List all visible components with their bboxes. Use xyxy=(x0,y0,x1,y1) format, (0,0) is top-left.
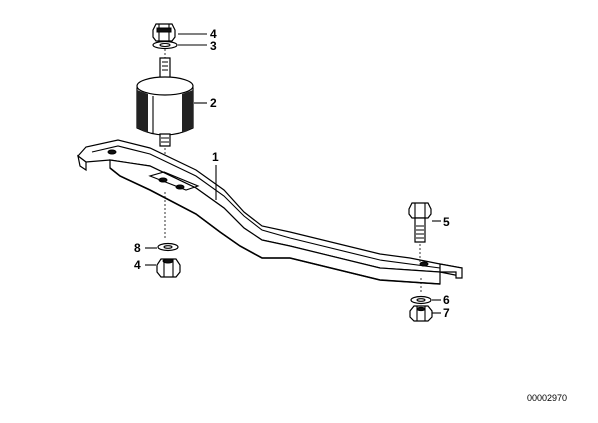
callout-5: 5 xyxy=(443,215,450,229)
part-hex-bolt xyxy=(408,202,432,243)
part-lower-washer-right xyxy=(410,295,432,305)
part-rubber-mount xyxy=(136,57,194,147)
callout-leader-lines xyxy=(145,33,441,314)
part-top-washer xyxy=(152,40,178,50)
part-lower-hex-nut-left xyxy=(156,258,181,278)
callout-6: 6 xyxy=(443,293,450,307)
callout-7: 7 xyxy=(443,306,450,320)
callout-1: 1 xyxy=(212,150,219,164)
part-lower-hex-nut-right xyxy=(409,305,433,322)
part-top-hex-nut xyxy=(152,23,176,42)
callout-4-bottom: 4 xyxy=(134,258,141,272)
callout-8: 8 xyxy=(134,241,141,255)
part-transmission-bracket xyxy=(77,139,463,285)
callout-3: 3 xyxy=(210,39,217,53)
callout-4-top: 4 xyxy=(210,27,217,41)
document-number: 00002970 xyxy=(527,393,567,403)
part-lower-washer-left xyxy=(157,242,179,252)
callout-2: 2 xyxy=(210,96,217,110)
